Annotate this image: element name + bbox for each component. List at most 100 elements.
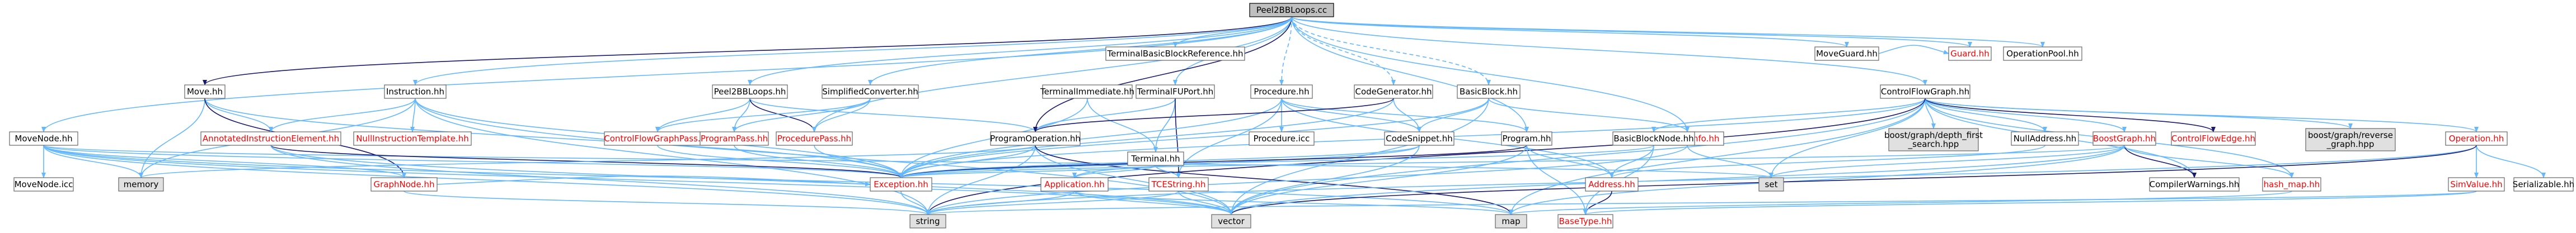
edge-progop-to-memory [139, 145, 1036, 178]
node-string[interactable]: string [909, 214, 946, 229]
node-nullinstructiontemplate-hh[interactable]: NullInstructionTemplate.hh [353, 131, 472, 146]
edge-codegen-to-exception [899, 98, 1394, 178]
node-boostgraph-hh[interactable]: BoostGraph.hh [2092, 131, 2156, 146]
edge-basicblock-to-codesnippet [1417, 98, 1489, 132]
node-box [1888, 128, 1979, 151]
node-codegenerator-hh[interactable]: CodeGenerator.hh [1354, 84, 1433, 99]
node-basicblocknode-hh[interactable]: BasicBlockNode.hh [1612, 131, 1695, 146]
node-boost-graph-reverse-graph-hpp[interactable]: boost/graph/reverse_graph.hpp [2305, 128, 2396, 151]
node-basicblock-hh[interactable]: BasicBlock.hh [1457, 84, 1521, 99]
edge-hashmap-to-map [1509, 191, 2292, 215]
node-codesnippet-hh[interactable]: CodeSnippet.hh [1384, 131, 1454, 146]
node-guard-hh[interactable]: Guard.hh [1948, 46, 1992, 61]
node-simplifiedconverter-hh[interactable]: SimplifiedConverter.hh [822, 84, 919, 99]
edge-operation-to-serializable [2476, 145, 2546, 178]
edge-graphnode-to-string [403, 191, 930, 215]
node-terminalimmediate-hh[interactable]: TerminalImmediate.hh [1040, 84, 1134, 99]
edge-cfg-to-nulladdr [1925, 98, 2047, 132]
node-box [1612, 131, 1695, 146]
node-programoperation-hh[interactable]: ProgramOperation.hh [990, 131, 1081, 146]
node-label: GraphNode.hh [374, 179, 435, 189]
node-procedure-icc[interactable]: Procedure.icc [1249, 131, 1315, 146]
node-box [2149, 177, 2240, 192]
node-box [870, 177, 932, 192]
edge-machineinfo-to-string [926, 145, 1688, 215]
node-nulladdress-hh[interactable]: NullAddress.hh [2011, 131, 2079, 146]
edge-tcestring-to-vector [1178, 191, 1233, 215]
node-box [1495, 214, 1527, 229]
node-basetype-hh[interactable]: BaseType.hh [1557, 214, 1613, 229]
node-label: TerminalImmediate.hh [1040, 87, 1134, 97]
node-serializable-hh[interactable]: Serializable.hh [2513, 177, 2574, 192]
edge-movenode-to-exception [43, 145, 903, 178]
node-operationpool-hh[interactable]: OperationPool.hh [2003, 46, 2082, 61]
node-label: ControlFlowGraph.hh [1881, 87, 1969, 97]
edge-movenode-to-vector [43, 145, 1233, 215]
edge-machineinfo-to-set [1687, 145, 1773, 178]
node-movenode-icc[interactable]: MoveNode.icc [13, 177, 74, 192]
node-label: CompilerWarnings.hh [2150, 179, 2240, 189]
node-label: BasicBlockNode.hh [1613, 134, 1693, 144]
node-box [909, 214, 946, 229]
node-programpass-hh[interactable]: ProgramPass.hh [700, 131, 769, 146]
node-boost-graph-depth-first-search-hpp[interactable]: boost/graph/depth_first_search.hpp [1884, 128, 1983, 151]
node-map[interactable]: map [1495, 214, 1527, 229]
node-procedure-hh[interactable]: Procedure.hh [1250, 84, 1313, 99]
nodes-layer: Peel2BBLoops.ccTerminalBasicBlockReferen… [9, 3, 2574, 229]
node-simvalue-hh[interactable]: SimValue.hh [2448, 177, 2505, 192]
node-terminal-hh[interactable]: Terminal.hh [1127, 151, 1184, 166]
node-label: Address.hh [1588, 179, 1635, 189]
node-label: Guard.hh [1950, 49, 1990, 59]
edge-movenode-to-set [43, 145, 1773, 178]
node-movenode-hh[interactable]: MoveNode.hh [9, 131, 78, 146]
node-vector[interactable]: vector [1211, 214, 1251, 229]
node-box [776, 131, 853, 146]
node-moveguard-hh[interactable]: MoveGuard.hh [1814, 46, 1879, 61]
node-instruction-hh[interactable]: Instruction.hh [384, 84, 447, 99]
node-label: Application.hh [1044, 179, 1105, 189]
node-peel2bbloops-cc[interactable]: Peel2BBLoops.cc [1249, 3, 1334, 17]
node-box [2262, 177, 2321, 192]
edge-movenode-to-memory [43, 145, 143, 178]
edge-progop-to-string [926, 145, 1036, 215]
node-controlflowedge-hh[interactable]: ControlFlowEdge.hh [2171, 131, 2256, 146]
node-address-hh[interactable]: Address.hh [1585, 177, 1639, 192]
node-box [184, 84, 226, 99]
node-operation-hh[interactable]: Operation.hh [2445, 131, 2508, 146]
edge-root-to-peelhh [748, 16, 1292, 85]
node-memory[interactable]: memory [118, 177, 164, 192]
node-label: ProgramOperation.hh [990, 134, 1081, 144]
node-controlflowgraphpass-hh[interactable]: ControlFlowGraphPass.hh [604, 131, 711, 146]
node-box [712, 84, 788, 99]
node-set[interactable]: set [1758, 177, 1784, 192]
node-procedurepass-hh[interactable]: ProcedurePass.hh [776, 131, 853, 146]
node-box [2513, 177, 2574, 192]
node-terminalfuport-hh[interactable]: TerminalFUPort.hh [1135, 84, 1215, 99]
node-graphnode-hh[interactable]: GraphNode.hh [370, 177, 438, 192]
node-label: Operation.hh [2449, 134, 2504, 144]
edge-peelhh-to-progop [749, 98, 1038, 132]
edge-boostgraph-to-map [1509, 145, 2125, 215]
node-move-hh[interactable]: Move.hh [184, 84, 226, 99]
edge-root-to-instruction [413, 16, 1292, 85]
node-annotatedinstructionelement-hh[interactable]: AnnotatedInstructionElement.hh [200, 131, 341, 146]
edge-termfuport-to-terminal [1153, 98, 1176, 153]
node-box [118, 177, 164, 192]
node-exception-hh[interactable]: Exception.hh [870, 177, 932, 192]
node-terminalbasicblockreference-hh[interactable]: TerminalBasicBlockReference.hh [1105, 46, 1245, 61]
edge-simplifiedconv-to-cfgpass [655, 98, 871, 132]
node-program-hh[interactable]: Program.hh [1501, 131, 1552, 146]
node-compilerwarnings-hh[interactable]: CompilerWarnings.hh [2149, 177, 2240, 192]
node-peel2bbloops-hh[interactable]: Peel2BBLoops.hh [712, 84, 788, 99]
node-hash-map-hh[interactable]: hash_map.hh [2262, 177, 2321, 192]
node-application-hh[interactable]: Application.hh [1040, 177, 1109, 192]
node-tcestring-hh[interactable]: TCEString.hh [1148, 177, 1209, 192]
node-controlflowgraph-hh[interactable]: ControlFlowGraph.hh [1880, 84, 1970, 99]
edge-codegen-to-codesnippet [1393, 98, 1421, 132]
edge-basicblock-to-vector [1229, 98, 1489, 215]
node-label: Peel2BBLoops.hh [714, 87, 786, 97]
edge-basicblock-to-exception [899, 98, 1489, 178]
node-label: MoveGuard.hh [1816, 49, 1878, 59]
edge-simvalue-to-basetype [1583, 191, 2477, 215]
